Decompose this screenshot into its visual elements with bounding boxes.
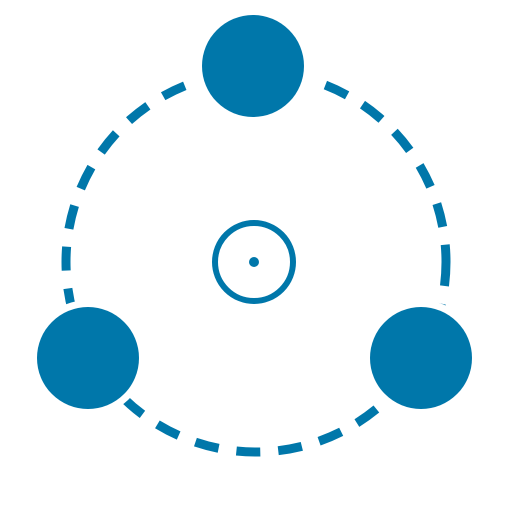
node-top xyxy=(202,15,304,117)
center-target-ring xyxy=(212,220,296,304)
node-bottom-right xyxy=(370,307,472,409)
center-target-dot xyxy=(249,257,259,267)
node-bottom-left xyxy=(37,307,139,409)
